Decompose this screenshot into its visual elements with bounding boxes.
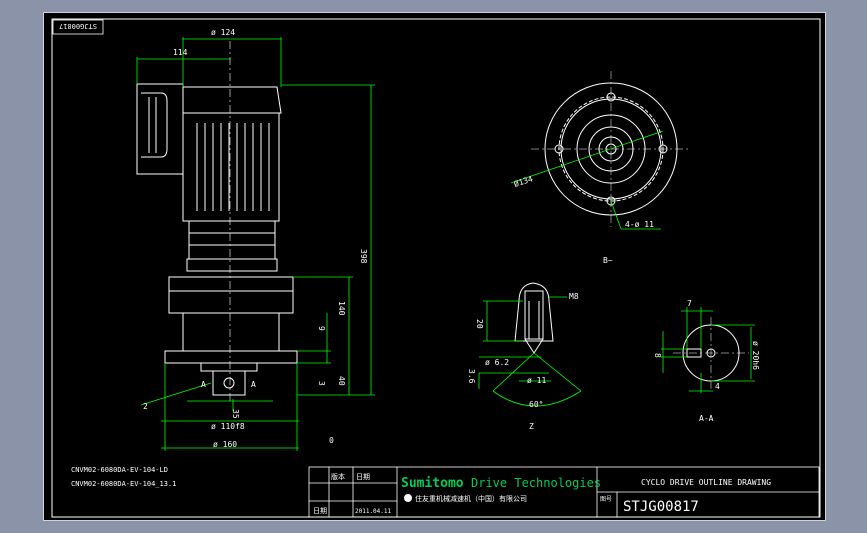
section-aa-dims (661, 307, 755, 393)
company-logo-icon (404, 494, 412, 502)
section-aa-labels: 7 8 ø 20h6 4 A-A (653, 299, 760, 423)
dim-dia-11: ø 11 (527, 376, 546, 385)
label-2: 2 (143, 402, 148, 411)
brand-drive-tech: Drive Technologies (471, 476, 601, 490)
dim-20: 20 (475, 319, 484, 329)
dim-dia-134: Ø134 (513, 173, 535, 189)
label-date: 日期 (356, 473, 370, 481)
title-block-text: 版本 日期 日期 2011.04.11 (313, 472, 392, 515)
dim-dia-62: ø 6.2 (485, 358, 509, 367)
output-shaft (212, 370, 246, 396)
front-dim-labels: ø 124 114 398 140 9 3 40 35 ø 110f8 ø 16… (143, 28, 368, 449)
dim-7: 7 (687, 299, 692, 308)
date-value: 2011.04.11 (355, 508, 392, 515)
model-line-2: CNVM02-6080DA-EV-104_13.1 (71, 480, 176, 488)
company-name-cn: 住友重机械减速机（中国）有限公司 (415, 494, 527, 503)
model-line-1: CNVM02-6080DA-EV-104-LD (71, 466, 168, 474)
dim-holes: 4-ø 11 (625, 220, 654, 229)
dim-dia-124: ø 124 (211, 28, 235, 37)
label-date2: 日期 (313, 507, 327, 515)
dim-9: 9 (317, 326, 326, 331)
detail-z-dims (478, 296, 582, 407)
model-lines: CNVM02-6080DA-EV-104-LD CNVM02-6080DA-EV… (71, 466, 176, 488)
frame-code-box (52, 19, 104, 35)
reducer-housing (168, 276, 294, 314)
dim-114: 114 (173, 48, 188, 57)
detail-z-labels: M8 20 ø 6.2 3.6 ø 11 60° Z (467, 292, 579, 431)
top-view-caption: B~ (603, 256, 613, 265)
dim-angle: 60° (529, 400, 543, 409)
label-a-left: A (201, 380, 206, 389)
drawing-svg: STJG00817 (51, 18, 821, 518)
label-a-right: A (251, 380, 256, 389)
detail-z (514, 282, 554, 354)
dim-3: 3 (317, 381, 326, 386)
dim-8: 8 (653, 353, 662, 358)
terminal-box (136, 83, 184, 175)
drawing-number: STJG00817 (623, 499, 699, 515)
dim-pcd: ø 110f8 (211, 422, 245, 431)
dim-m8: M8 (569, 292, 579, 301)
section-aa-caption: A-A (699, 414, 714, 423)
dim-4: 4 (715, 382, 720, 391)
drawing-canvas[interactable]: STJG00817 (43, 12, 826, 521)
motor-cap (182, 86, 282, 114)
top-view-dims (510, 130, 664, 230)
dim-40: 40 (337, 376, 346, 386)
dim-dia-160: ø 160 (213, 440, 237, 449)
label-version: 版本 (331, 472, 345, 481)
top-view-labels: Ø134 4-ø 11 B~ (513, 173, 655, 265)
dim-dia-20: ø 20h6 (751, 341, 760, 370)
mount-flange (164, 350, 298, 364)
drawing-title: CYCLO DRIVE OUTLINE DRAWING (641, 478, 771, 487)
front-dimensions (136, 37, 375, 451)
motor-flange (188, 220, 276, 260)
brand-sumitomo: Sumitomo (401, 476, 464, 491)
label-0: 0 (329, 436, 334, 445)
dim-3-6: 3.6 (467, 369, 476, 384)
drawing-no-label: 图号 (600, 496, 612, 503)
dim-35: 35 (231, 409, 240, 419)
detail-z-caption: Z (529, 422, 534, 431)
front-view (136, 83, 298, 396)
section-aa-centerlines (673, 317, 749, 389)
dim-140: 140 (337, 301, 346, 316)
dim-398: 398 (359, 249, 368, 264)
inner-border (51, 18, 821, 518)
title-block (308, 466, 820, 518)
frame-code-text: STJG00817 (59, 22, 97, 30)
